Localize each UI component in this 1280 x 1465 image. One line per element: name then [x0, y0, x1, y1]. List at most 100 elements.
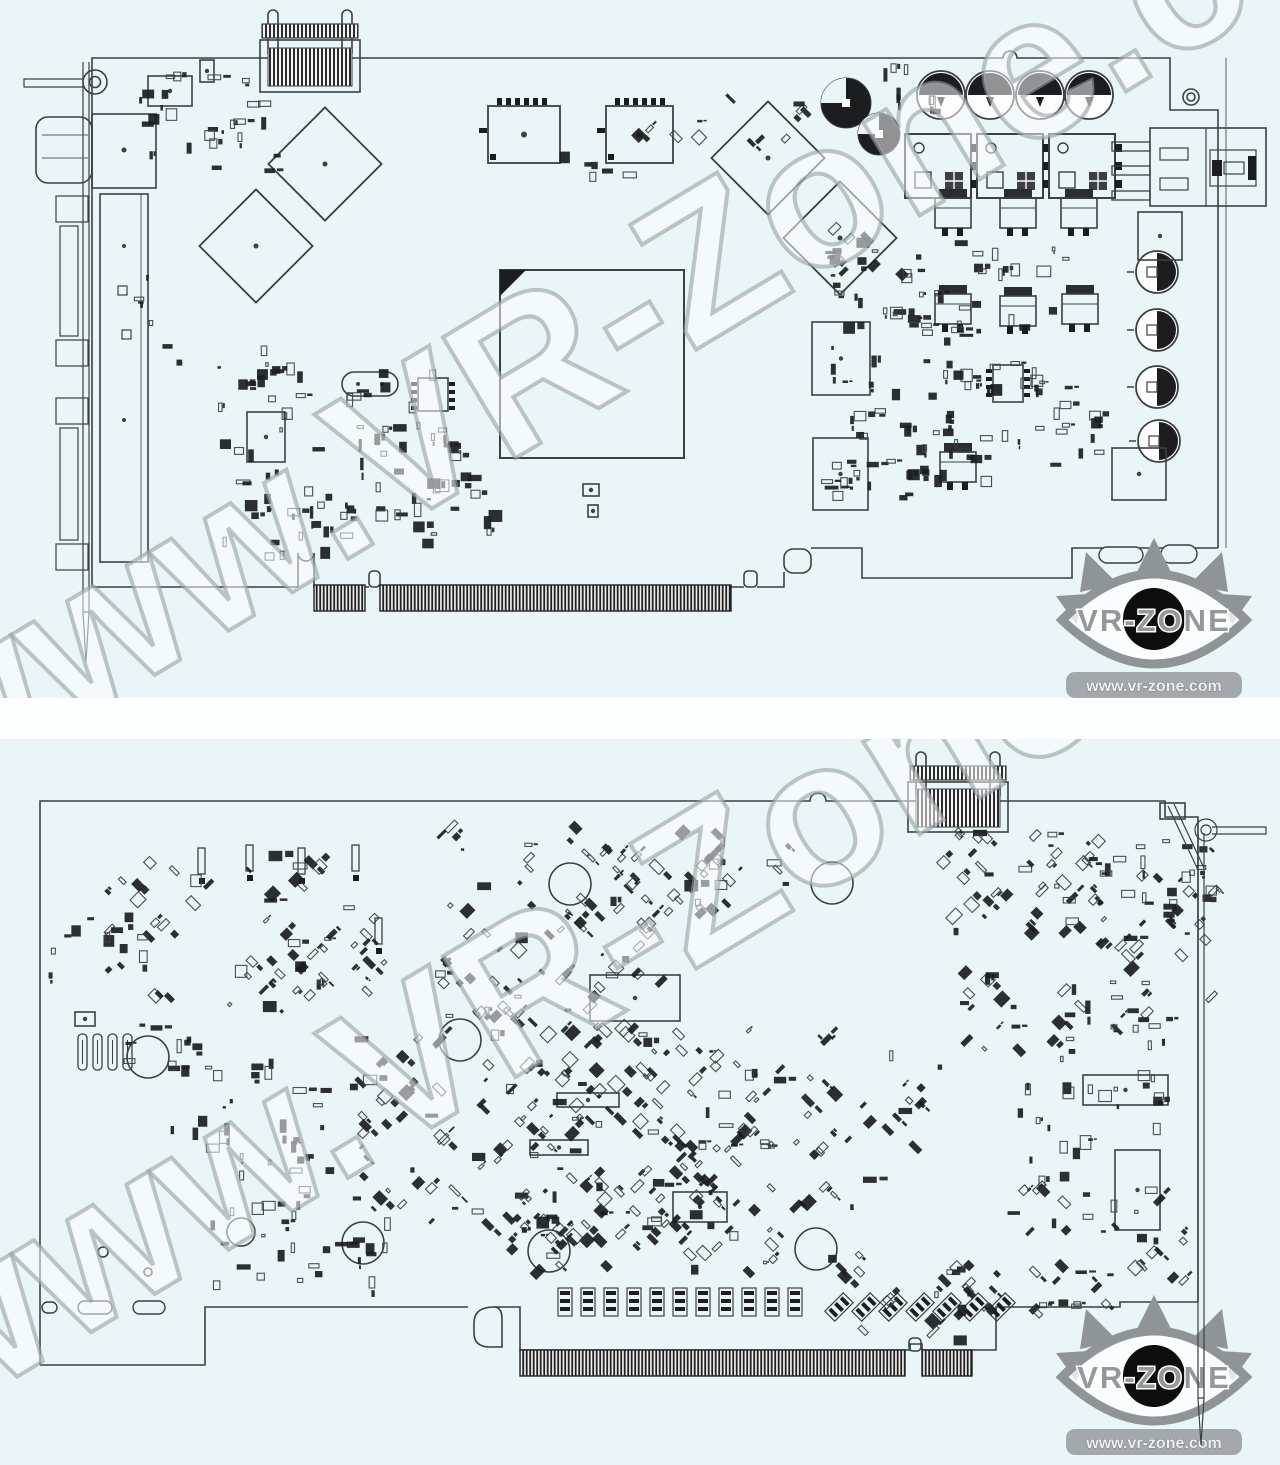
smd-part [503, 985, 514, 996]
smd-part [1025, 1226, 1035, 1237]
smd-part [897, 459, 903, 462]
smd-part [703, 850, 718, 865]
smd-part [1029, 1156, 1033, 1164]
smd-part [1051, 1218, 1057, 1229]
smd-part [933, 323, 940, 326]
smd-part [605, 972, 619, 979]
smd-part [1162, 839, 1171, 844]
smd-part [984, 1302, 998, 1316]
smd-part [949, 450, 953, 459]
resistor-pack [986, 1292, 1016, 1322]
smd-part [826, 1085, 844, 1103]
smd-part [745, 1090, 758, 1103]
smd-part [1120, 948, 1137, 964]
smd-part [533, 1212, 541, 1220]
smd-part [1048, 307, 1058, 315]
smd-part [277, 1201, 286, 1207]
smd-part [1073, 920, 1087, 935]
smd-part [1026, 1082, 1030, 1091]
component-outline [582, 483, 600, 497]
smd-part [287, 507, 301, 517]
smd-part [1087, 83, 1091, 93]
smd-part [395, 1049, 410, 1064]
smd-part [617, 1184, 624, 1191]
smd-part [544, 1231, 558, 1245]
smd-part [176, 359, 183, 366]
smd-part [1002, 266, 1009, 273]
smd-part [643, 1037, 653, 1047]
smd-part [840, 477, 848, 489]
smd-part [246, 100, 261, 108]
smd-part [613, 1186, 625, 1198]
smd-part [1123, 960, 1140, 977]
smd-part [714, 880, 728, 890]
smd-part [1055, 873, 1073, 892]
smd-part [1174, 948, 1189, 963]
smd-part [895, 267, 909, 282]
smd-part [1097, 424, 1103, 428]
smd-part [821, 78, 846, 103]
memory-chip-diamond [198, 188, 314, 304]
smd-part [1028, 828, 1042, 843]
smd-part [545, 1233, 549, 1236]
component-outline [672, 1191, 728, 1223]
tv-out-connector [259, 9, 361, 93]
smd-part [693, 882, 698, 888]
smd-part [371, 938, 379, 946]
smd-part [50, 979, 53, 984]
connector-bodies [91, 113, 157, 563]
pin-post [351, 844, 360, 872]
smd-part [82, 1016, 88, 1022]
smd-part [265, 472, 271, 480]
smd-part [789, 1199, 804, 1214]
smd-part [630, 850, 643, 863]
smd-part [669, 1123, 686, 1140]
dpak-tab [939, 189, 967, 198]
smd-part [712, 1143, 722, 1153]
smd-part [990, 384, 1003, 396]
smd-part [247, 875, 253, 881]
smd-part [368, 1276, 376, 1289]
smd-part [1035, 883, 1049, 898]
smd-part [359, 946, 369, 956]
smd-part [407, 1058, 416, 1067]
smd-part [399, 441, 407, 453]
smd-part [830, 363, 836, 375]
smd-part [988, 1285, 998, 1294]
smd-part [667, 1140, 674, 1147]
smd-part [971, 180, 978, 188]
smd-part [944, 290, 950, 294]
smd-part [662, 1049, 671, 1057]
smd-part [744, 1069, 754, 1081]
smd-part [361, 985, 373, 998]
smd-part [368, 912, 380, 925]
mounting-hole [143, 1267, 153, 1277]
smd-part [248, 449, 254, 462]
smd-part [1050, 462, 1062, 467]
smd-part [286, 362, 295, 376]
smd-part [808, 1149, 820, 1161]
smd-part [947, 1296, 958, 1307]
smd-part [597, 128, 605, 133]
smd-part [353, 875, 359, 881]
smd-part [724, 1225, 734, 1235]
smd-part [516, 880, 523, 886]
smd-part [442, 960, 450, 968]
pin-post [297, 847, 306, 875]
smd-part [782, 881, 789, 886]
smd-part [759, 1139, 770, 1145]
smd-part [732, 1198, 741, 1207]
smd-part [821, 1078, 830, 1088]
smd-part [207, 127, 219, 132]
smd-part [1031, 1180, 1047, 1196]
smd-part [830, 274, 836, 277]
pcb-front-drawing: www.VR-Zone.com VR-ZONE www.vr-zone.com [0, 0, 1280, 698]
smd-part [335, 925, 342, 932]
smd-part [354, 1076, 367, 1089]
smd-part [258, 100, 272, 107]
smd-part [176, 1039, 182, 1054]
smd-part [1085, 1000, 1091, 1014]
smd-part [886, 458, 896, 464]
smd-part [514, 994, 522, 999]
smd-part [1059, 1171, 1070, 1182]
